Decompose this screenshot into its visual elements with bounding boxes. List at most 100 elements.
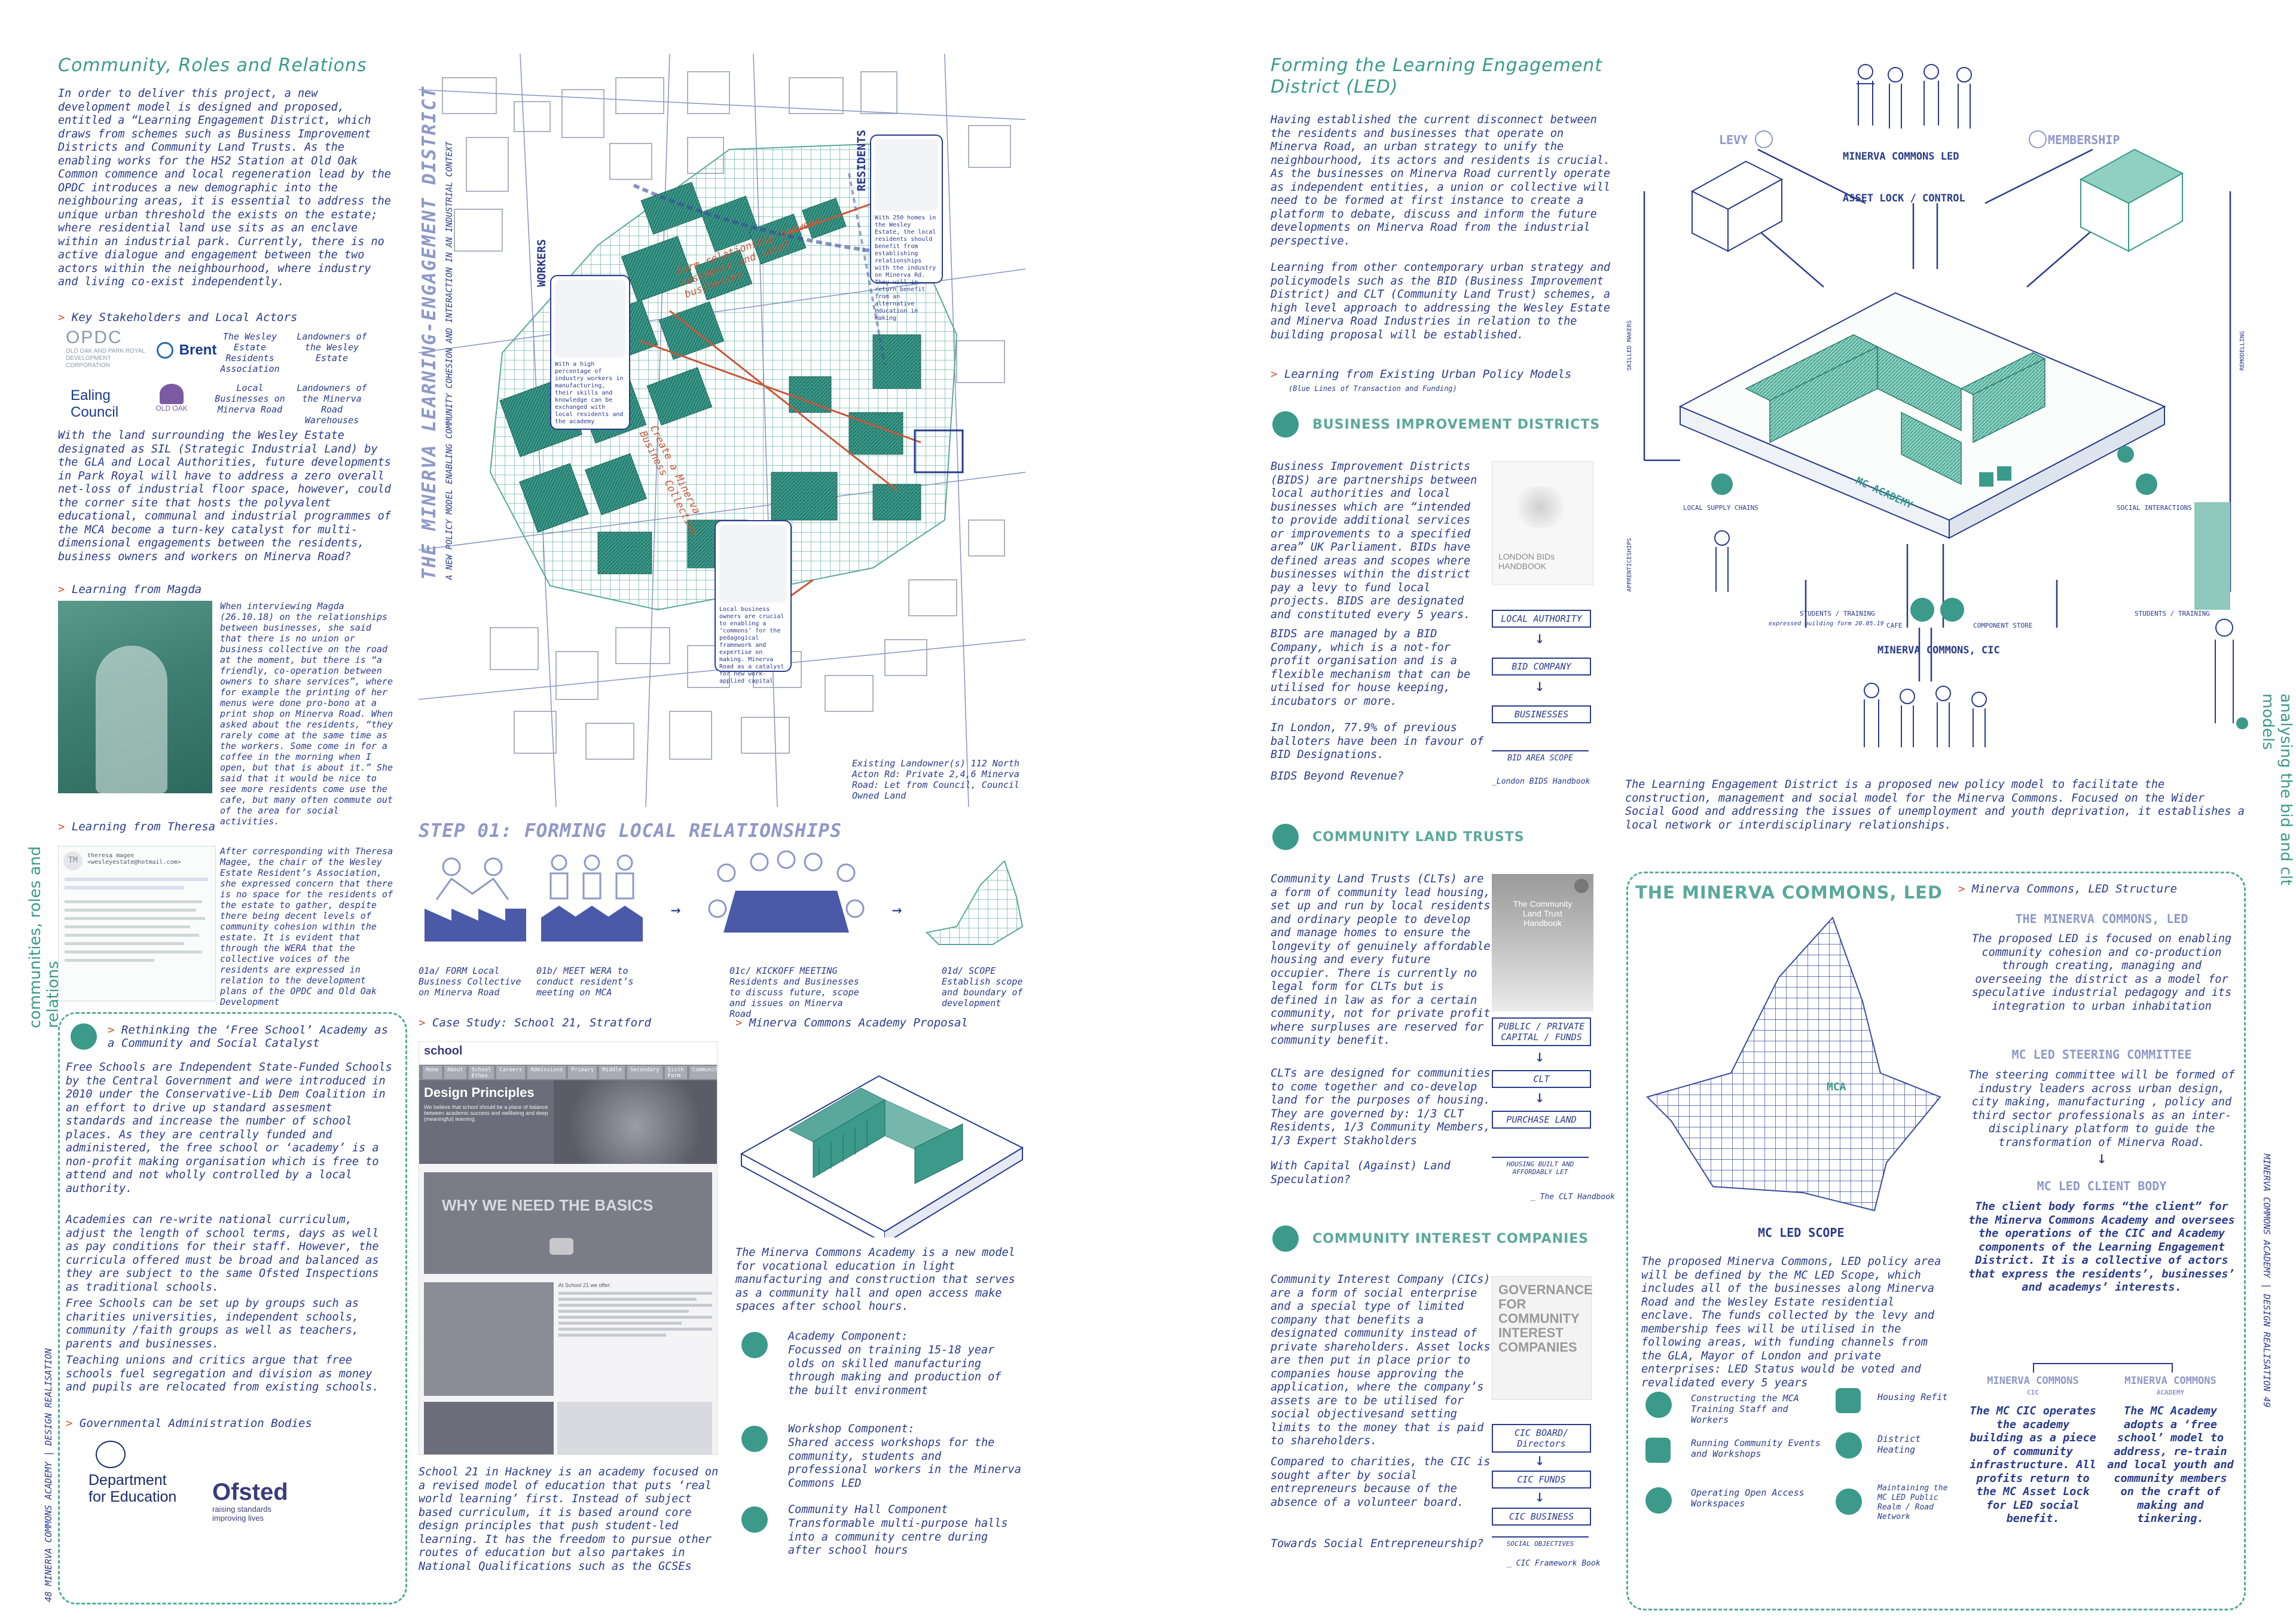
freeschool-p1: Free Schools are Independent State-Funde… <box>66 1061 392 1195</box>
mca-hall-title: Community Hall Component <box>788 1503 948 1516</box>
led-structure-heading: Minerva Commons, LED Structure <box>1958 882 2177 895</box>
nav-item[interactable]: Home <box>423 1066 442 1079</box>
label-residents: RESIDENTS <box>855 130 868 191</box>
step-arrow-1: → <box>670 900 681 919</box>
structure-h3: MC LED CLIENT BODY <box>2037 1179 2167 1193</box>
diagram-expressed: expressed building form 20.05.19 <box>1769 621 1884 627</box>
right-footer: MINERVA COMMONS ACADEMY | DESIGN REALISA… <box>2261 1154 2272 1408</box>
video-play-icon[interactable] <box>549 1238 573 1255</box>
clt-flow-housing: HOUSING BUILT AND AFFORDABLY LET <box>1492 1157 1589 1176</box>
stakeholder-landowners-estate: Landowners of the Wesley Estate <box>297 331 367 363</box>
nav-item[interactable]: Careers <box>496 1066 526 1079</box>
led-box-title: THE MINERVA COMMONS, LED <box>1635 882 1943 903</box>
crown-icon <box>96 1441 126 1468</box>
mca-academy-title: Academy Component: <box>788 1330 908 1343</box>
school21-video[interactable]: WHY WE NEED THE BASICS <box>424 1172 712 1274</box>
nav-item[interactable]: School Ethos <box>468 1066 494 1079</box>
structure-cic-heading: MINERVA COMMONS <box>1987 1375 2079 1387</box>
cic-flow-funds: CIC FUNDS <box>1492 1471 1591 1488</box>
diagram-students-2: STUDENTS / TRAINING <box>2135 610 2210 618</box>
cic-p2: Compared to charities, the CIC is sought… <box>1271 1456 1491 1509</box>
map-vertical-sub: A NEW POLICY MODEL ENABLING COMMUNITY CO… <box>445 141 454 580</box>
clt-flow-arrow-2: ↓ <box>1534 1087 1545 1107</box>
bid-flow-arrow-1: ↓ <box>1534 628 1545 647</box>
structure-academy-sub: ACADEMY <box>2156 1389 2185 1396</box>
structure-t3: The client body forms “the client” for t… <box>1968 1200 2235 1294</box>
bid-handbook-cover: LONDON BIDs HANDBOOK <box>1492 461 1593 585</box>
callout-businesses: Local business owners are crucial to ena… <box>715 520 792 684</box>
cic-flow-business: CIC BUSINESS <box>1492 1508 1591 1526</box>
diagram-students-1: STUDENTS / TRAINING <box>1800 610 1875 618</box>
nav-item[interactable]: Middle <box>599 1066 625 1079</box>
diagram-apprentices: APPRENTICESHIPS <box>1626 537 1633 592</box>
magda-photo-figure <box>96 646 167 793</box>
magda-text: When interviewing Magda (26.10.18) on th… <box>220 601 393 827</box>
funding-heating: District Heating <box>1877 1434 1921 1455</box>
callout-residents: With 250 homes in the Wesley Estate, the… <box>870 135 943 322</box>
school21-screenshot: school Home About School Ethos Careers A… <box>419 1041 718 1455</box>
structure-academy-heading: MINERVA COMMONS <box>2124 1375 2216 1387</box>
school21-photo <box>424 1282 554 1396</box>
diagram-remodelling: REMODELLING <box>2239 331 2246 371</box>
diagram-local-supply: LOCAL SUPPLY CHAINS <box>1683 504 1758 512</box>
workshop-tools-icon <box>741 1426 768 1452</box>
nav-item[interactable]: About <box>444 1066 466 1079</box>
magda-heading: Learning from Magda <box>58 583 201 596</box>
right-vertical-label: analysing the bid and clt models <box>2259 693 2295 886</box>
constructing-icon <box>1645 1392 1672 1418</box>
road-maintenance-icon <box>1836 1488 1862 1515</box>
step-01a: 01a/ FORM Local Business Collective on M… <box>419 965 521 998</box>
nav-item[interactable]: Sixth Form <box>664 1066 687 1079</box>
shopping-cart-icon <box>1272 411 1299 438</box>
cic-flow-board: CIC BOARD/ Directors <box>1492 1424 1591 1453</box>
nav-item[interactable]: Primary <box>568 1066 597 1079</box>
left-section-title: Community, Roles and Relations <box>58 55 367 76</box>
left-vertical-label: communities, roles and relations <box>26 846 62 1029</box>
step-icon-business <box>419 852 532 942</box>
funding-maintaining: Maintaining the MC LED Public Realm / Ro… <box>1877 1484 1948 1521</box>
stakeholder-landowners-warehouses: Landowners of the Minerva Road Warehouse… <box>297 383 367 426</box>
diagram-levy: LEVY <box>1719 133 1748 147</box>
mca-intro: The Minerva Commons Academy is a new mod… <box>735 1246 1015 1313</box>
nav-item[interactable]: Admissions <box>527 1066 566 1079</box>
diagram-social-interactions: SOCIAL INTERACTIONS <box>2117 504 2192 512</box>
housing-refit-icon <box>1836 1388 1861 1413</box>
bid-flow-company: BID COMPANY <box>1492 658 1591 676</box>
freeschool-p4: Teaching unions and critics argue that f… <box>66 1354 379 1393</box>
bid-flow-arrow-2: ↓ <box>1534 676 1545 695</box>
clt-flow-purchase: PURCHASE LAND <box>1492 1111 1591 1129</box>
pound-icon-right <box>2029 130 2047 148</box>
cic-caption: _ CIC Framework Book <box>1507 1559 1601 1568</box>
mca-academy-text: Focussed on training 15-18 year olds on … <box>788 1344 1002 1397</box>
oldoak-tree-icon <box>160 384 184 404</box>
right-section-title: Forming the Learning Engagement District… <box>1271 55 1603 97</box>
step-icon-meeting <box>700 849 873 945</box>
land-text: With the land surrounding the Wesley Est… <box>58 429 391 563</box>
step-01b: 01b/ MEET WERA to conduct resident’s mee… <box>536 965 634 998</box>
left-footer: 48 MINERVA COMMONS ACADEMY | DESIGN REAL… <box>43 1348 54 1602</box>
stakeholders-heading: Key Stakeholders and Local Actors <box>58 311 298 324</box>
opdc-logo: OPDC OLD OAK AND PARK ROYAL DEVELOPMENT … <box>66 328 145 369</box>
theresa-text: After corresponding with Theresa Magee, … <box>220 846 393 1007</box>
bid-p1: Business Improvement Districts (BIDS) ar… <box>1271 460 1477 621</box>
diagram-membership: MEMBERSHIP <box>2048 133 2120 147</box>
nav-item[interactable]: Community <box>689 1066 717 1079</box>
step-01c: 01c/ KICKOFF MEETING Residents and Busin… <box>729 965 859 1019</box>
oldoak-logo: OLD OAK <box>151 384 193 412</box>
school21-caption: School 21 in Hackney is an academy focus… <box>419 1466 719 1573</box>
structure-t1: The proposed LED is focused on enabling … <box>1971 933 2232 1013</box>
step01-title: STEP 01: FORMING LOCAL RELATIONSHIPS <box>419 820 842 842</box>
bid-flow-scope: BID AREA SCOPE <box>1492 750 1589 763</box>
bid-p3: In London, 77.9% of previous balloters h… <box>1271 722 1484 761</box>
led-diagram <box>1626 54 2248 771</box>
diagram-skilled: SKILLED MAKERS <box>1626 320 1633 371</box>
structure-arrow: ↓ <box>2096 1148 2107 1167</box>
pound-icon-left <box>1755 130 1773 148</box>
district-map <box>418 53 1026 808</box>
email-avatar: TM <box>63 851 83 870</box>
nav-item[interactable]: Secondary <box>627 1066 662 1079</box>
freeschool-p3: Free Schools can be set up by groups suc… <box>66 1297 359 1350</box>
school21-nav: Home About School Ethos Careers Admissio… <box>419 1065 717 1080</box>
right-p1: Having established the current disconnec… <box>1271 114 1611 247</box>
bid-heading: BUSINESS IMPROVEMENT DISTRICTS <box>1312 417 1601 432</box>
